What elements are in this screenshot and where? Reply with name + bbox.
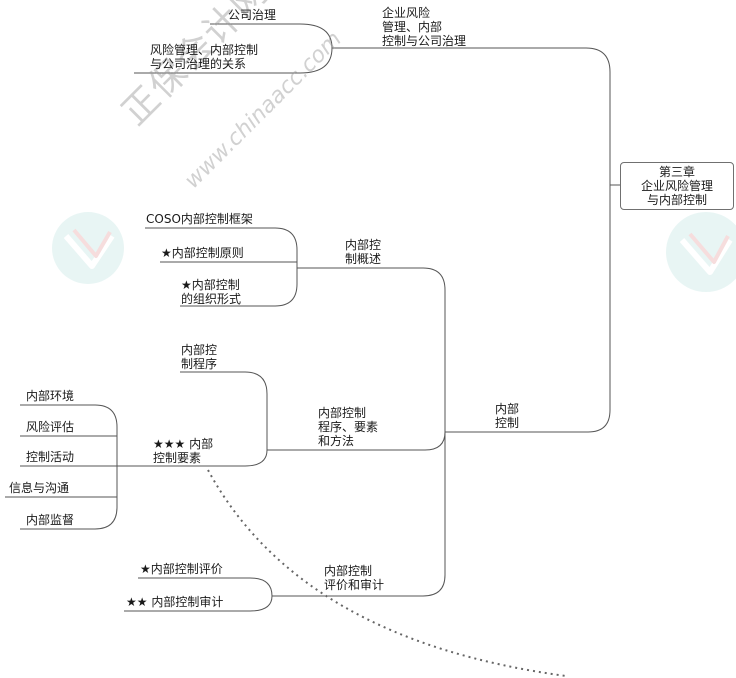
gov-child-1-underline [210, 23, 333, 49]
procedures-program[interactable]: 内部控 制程序 [181, 343, 218, 371]
branch-internal-control[interactable]: 内部 控制 [495, 402, 520, 430]
procedures-elements[interactable]: ★★★ 内部 控制要素 [153, 437, 214, 465]
root-node[interactable]: 第三章 企业风险管理 与内部控制 [620, 162, 734, 210]
overview-child-coso[interactable]: COSO内部控制框架 [146, 212, 253, 226]
dotted-arc [207, 469, 567, 677]
branch-governance[interactable]: 企业风险 管理、内部 控制与公司治理 [382, 6, 467, 48]
overview-child-3 [180, 268, 298, 307]
elements-child-5 [20, 466, 118, 530]
procedures-elements-underline [150, 449, 268, 467]
gov-child-2-underline [134, 47, 333, 74]
overview-child-principles[interactable]: ★内部控制原则 [161, 246, 244, 260]
overview-child-1 [145, 227, 298, 268]
procedures-program-underline [180, 371, 268, 450]
watermark-logo-left [52, 212, 124, 284]
element-control-activities[interactable]: 控制活动 [26, 450, 75, 464]
evaluation-child-audit[interactable]: ★★ 内部控制审计 [126, 595, 224, 609]
watermark-logo-right [666, 212, 736, 292]
trunk-upper [332, 47, 611, 185]
ic-evaluation[interactable]: 内部控制 评价和审计 [324, 564, 385, 592]
ic-subtrunk-up [297, 267, 446, 432]
element-information-communication[interactable]: 信息与沟通 [9, 481, 70, 495]
ic-subtrunk-down [272, 432, 446, 597]
element-internal-monitoring[interactable]: 内部监督 [26, 513, 75, 527]
trunk-lower [445, 185, 611, 433]
evaluation-child-evaluation[interactable]: ★内部控制评价 [140, 562, 223, 576]
gov-child-relationship[interactable]: 风险管理、内部控制 与公司治理的关系 [150, 43, 259, 71]
evaluation-child-1 [138, 577, 273, 597]
gov-child-corporate-governance[interactable]: 公司治理 [228, 8, 277, 22]
ic-procedures[interactable]: 内部控制 程序、要素 和方法 [318, 406, 379, 448]
element-risk-assessment[interactable]: 风险评估 [26, 420, 75, 434]
elements-child-1 [20, 404, 118, 466]
overview-child-org-forms[interactable]: ★内部控制 的组织形式 [181, 278, 242, 306]
element-internal-environment[interactable]: 内部环境 [26, 389, 75, 403]
evaluation-child-2 [124, 595, 273, 612]
ic-overview[interactable]: 内部控 制概述 [345, 238, 382, 266]
